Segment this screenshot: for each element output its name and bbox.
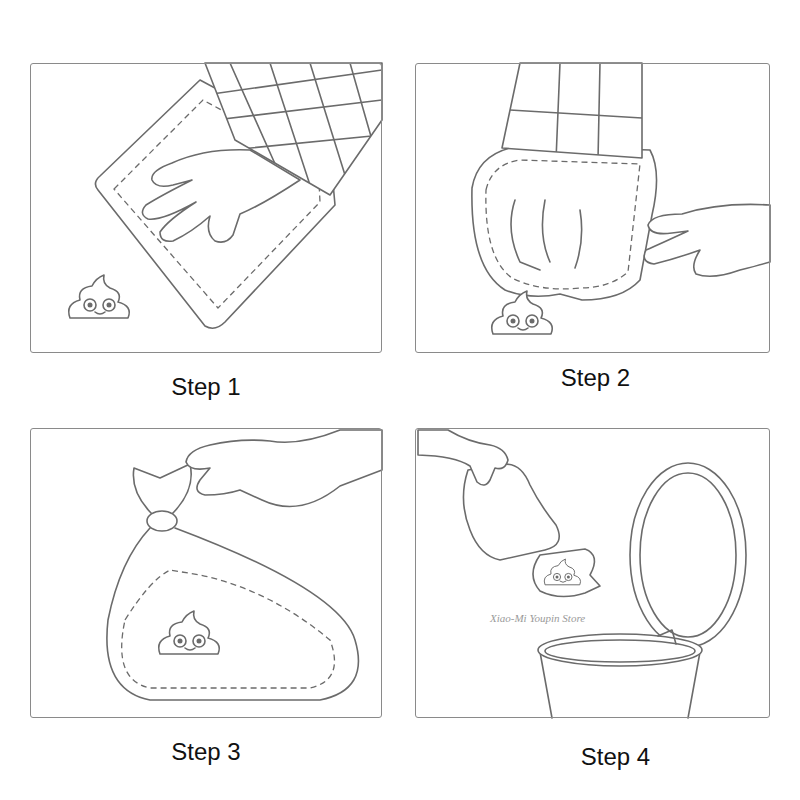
- panel-frame: [415, 428, 770, 718]
- panel-frame: [415, 63, 770, 353]
- step-panel: Step 4: [415, 428, 770, 773]
- bin-lid-inner: [640, 473, 736, 637]
- step-label: Step 1: [30, 373, 382, 401]
- bag-seam: [122, 570, 335, 688]
- poop: [492, 291, 553, 334]
- hand: [644, 204, 770, 276]
- bin-hinge: [658, 630, 676, 644]
- sleeve: [502, 63, 642, 158]
- bag-seam: [486, 160, 640, 289]
- step-label: Step 4: [438, 743, 793, 771]
- panel-1-art: [69, 63, 382, 328]
- hand: [142, 150, 300, 242]
- knot: [147, 511, 177, 531]
- watermark: Xiao-Mi Youpin Store: [490, 612, 585, 625]
- bin-rim: [538, 634, 702, 666]
- panel-frame: [30, 428, 382, 718]
- poop: [159, 611, 220, 654]
- bin-rim-inner: [545, 640, 695, 662]
- hand: [186, 430, 382, 506]
- sleeve-check: [510, 63, 642, 160]
- step-label: Step 2: [418, 364, 773, 392]
- bin-lid: [630, 463, 746, 647]
- step-panel: Step 1: [30, 63, 382, 403]
- panel-4-art: [418, 430, 746, 718]
- bag-body: [107, 528, 359, 700]
- poop: [544, 559, 580, 585]
- panel-2-art: [472, 63, 770, 334]
- bag-outline: [472, 146, 657, 300]
- panel-3-art: [107, 430, 382, 700]
- step-panel: Step 3: [30, 428, 382, 768]
- step-panel: Step 2: [415, 63, 770, 394]
- hand: [418, 430, 508, 485]
- check-line: [205, 70, 382, 150]
- hand-inside: [511, 200, 582, 270]
- check-line: [556, 63, 600, 160]
- poop: [69, 275, 130, 318]
- check-line: [510, 110, 642, 118]
- panel-frame: [30, 63, 382, 353]
- step-label: Step 3: [30, 738, 382, 766]
- poop-bubble: [533, 549, 600, 597]
- bag-tuft: [133, 464, 191, 514]
